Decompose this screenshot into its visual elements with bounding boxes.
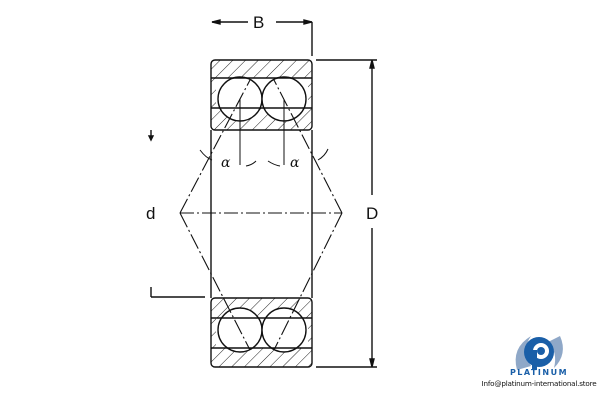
- logo-email: Info@platinum-international.store: [481, 379, 597, 388]
- contact-angle-left-label: α: [221, 155, 231, 171]
- bore-dimension: [147, 130, 205, 298]
- platinum-logo: PLATINUM Info@platinum-international.sto…: [478, 330, 600, 388]
- logo-brand-text: PLATINUM: [509, 368, 569, 377]
- platinum-logo-icon: [515, 336, 563, 370]
- width-label: B: [253, 13, 264, 32]
- bearing-lower-section: [210, 297, 313, 368]
- outer-diameter-label: D: [366, 204, 378, 223]
- outer-diameter-dimension: [316, 59, 377, 368]
- bore-label: d: [146, 204, 155, 223]
- contact-angle-right-label: α: [290, 155, 300, 171]
- width-dimension: [211, 19, 313, 56]
- contact-angle-lines: [179, 79, 343, 351]
- bearing-upper-section: [210, 59, 313, 131]
